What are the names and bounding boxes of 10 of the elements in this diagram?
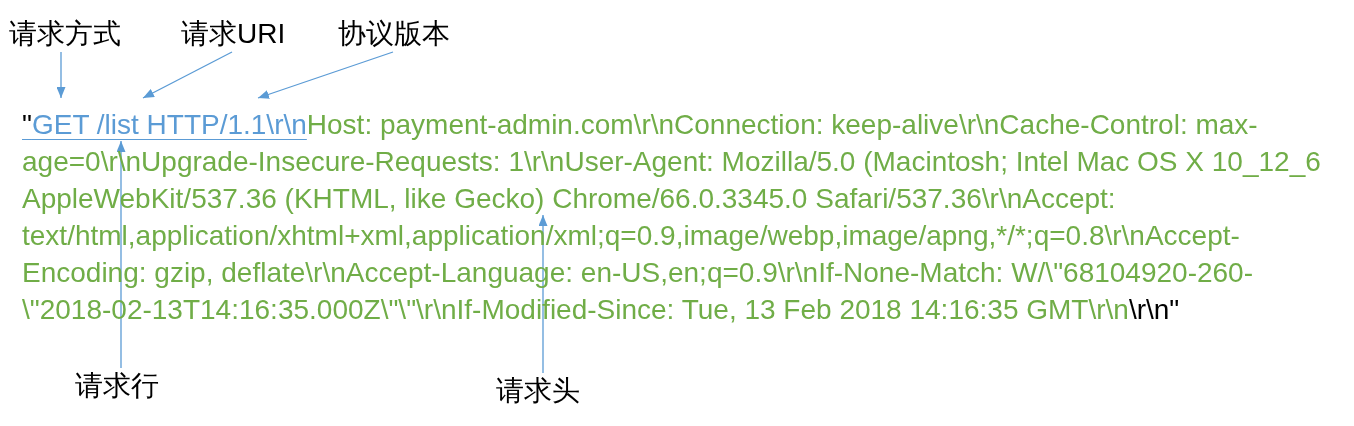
leader-arrow (538, 214, 548, 374)
annotation-label: 请求方式 (9, 18, 121, 50)
leader-arrow (56, 51, 66, 99)
annotation-label: 请求行 (75, 370, 159, 402)
annotation-label: 请求头 (496, 375, 580, 407)
annotation-label: 协议版本 (338, 18, 450, 50)
leader-arrow (116, 140, 126, 369)
annotation-label: 请求URI (181, 18, 286, 50)
leader-arrow (257, 51, 394, 99)
leader-arrow (142, 51, 233, 99)
